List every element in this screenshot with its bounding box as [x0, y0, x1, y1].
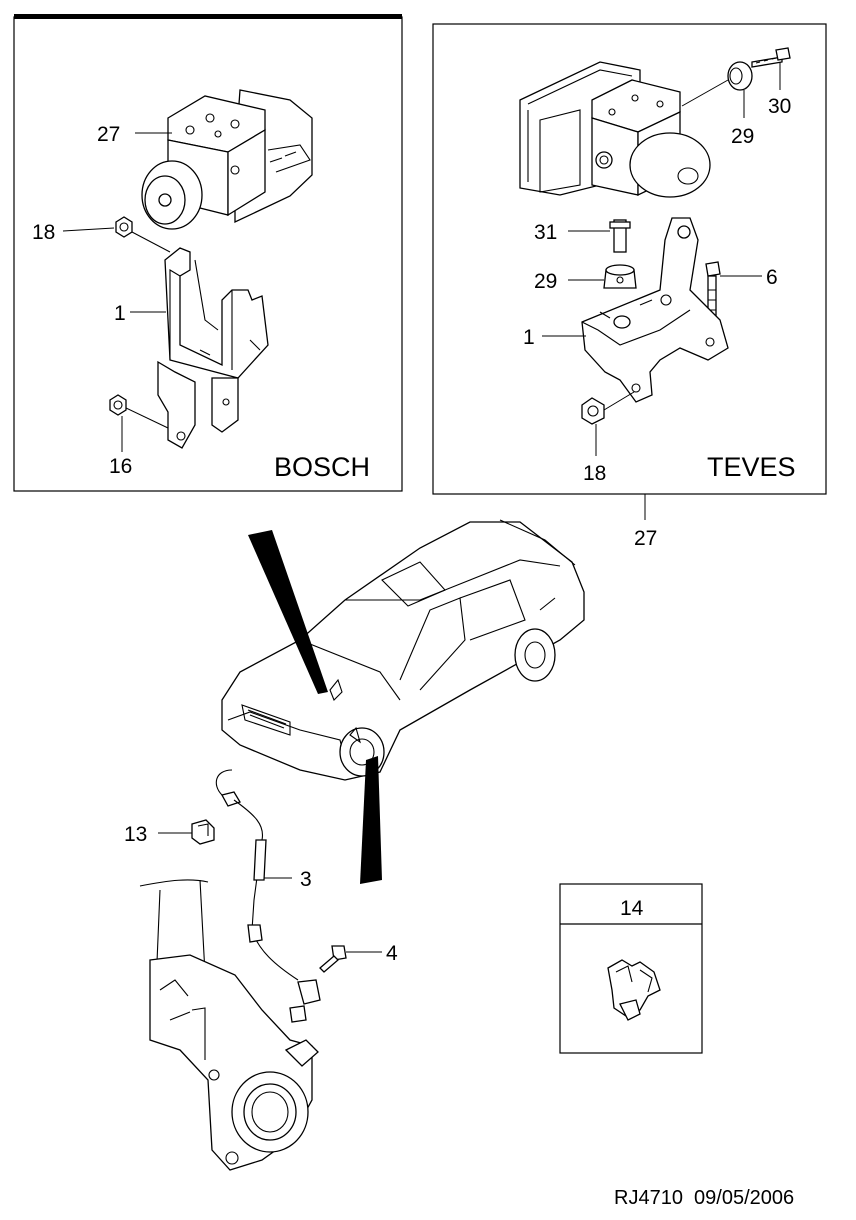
teves-bushing-29-top: [727, 61, 753, 91]
teves-bracket-1: [581, 217, 729, 403]
bosch-bracket-1: [157, 247, 269, 449]
drawing-reference: RJ4710 09/05/2006: [614, 1187, 794, 1209]
bosch-callout-1: 1: [114, 302, 126, 325]
teves-callout-18: 18: [583, 462, 606, 485]
bosch-callout-27: 27: [97, 123, 120, 146]
teves-callout-29-lower: 29: [534, 270, 557, 293]
sensor-clip-13: [191, 819, 215, 845]
steering-knuckle: [139, 879, 319, 1171]
bosch-nut-16: [109, 394, 127, 416]
sensor-cable-3: [215, 769, 321, 1023]
pointer-band-to-wheel: [360, 756, 382, 884]
teves-bushing-29-lower: [603, 264, 637, 289]
bosch-brand-label: BOSCH: [274, 452, 370, 482]
teves-callout-31: 31: [534, 221, 557, 244]
teves-callout-30: 30: [768, 95, 791, 118]
clip-14-part: [607, 959, 661, 1021]
wheel-speed-sensor-assembly: 13 3 4: [124, 769, 398, 1171]
bosch-panel: 27 18 1 16 BOSCH: [13, 14, 403, 492]
bosch-abs-unit: [141, 89, 313, 230]
teves-panel: 30 29 31 29 6 1 18 TEVES 27: [432, 23, 827, 550]
teves-brand-label: TEVES: [707, 452, 796, 482]
sensor-bolt-4: [319, 945, 347, 973]
teves-outer-callout-27: 27: [634, 527, 657, 550]
sensor-callout-13: 13: [124, 823, 147, 846]
sensor-callout-4: 4: [386, 942, 398, 965]
clip-14-box: 14: [559, 883, 703, 1054]
clip-box-header: 14: [620, 897, 644, 920]
teves-callout-6: 6: [766, 266, 778, 289]
bosch-callout-16: 16: [109, 455, 132, 478]
bosch-callout-18: 18: [32, 221, 55, 244]
teves-callout-1: 1: [523, 326, 535, 349]
teves-bolt-30: [751, 47, 791, 68]
sensor-callout-3: 3: [300, 868, 312, 891]
teves-abs-unit: [519, 61, 711, 198]
bosch-nut-18: [115, 216, 133, 238]
car-illustration: [221, 519, 585, 884]
teves-nut-18: [581, 397, 605, 425]
teves-callout-29-top: 29: [731, 125, 754, 148]
teves-stud-31: [609, 219, 631, 253]
pointer-band-to-abs: [248, 530, 328, 694]
